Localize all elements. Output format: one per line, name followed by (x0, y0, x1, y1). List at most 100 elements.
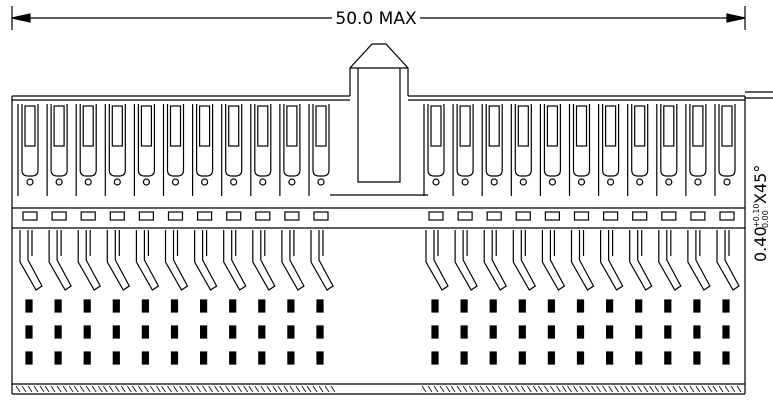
base-hatching (15, 385, 742, 393)
hatch-line (450, 385, 456, 393)
contact-tab (515, 211, 531, 221)
cavity-outline (456, 104, 474, 177)
bottom-pin (460, 299, 468, 313)
hatch-line (167, 385, 172, 393)
cavity-outline (514, 104, 532, 177)
bottom-pin (25, 351, 33, 365)
hatch-line (678, 385, 684, 393)
bottom-pin (141, 299, 149, 313)
contact-tab (167, 211, 184, 221)
cavity-outline (137, 104, 155, 177)
hatch-line (701, 385, 707, 393)
hatch-line (114, 385, 120, 393)
cavity-window (53, 105, 65, 147)
hatch-line (225, 385, 231, 393)
hatch-line (132, 385, 137, 393)
hatch-line (550, 385, 555, 393)
cavity-dot (461, 178, 469, 186)
contact-tab (573, 211, 590, 221)
hatch-line (479, 385, 485, 393)
contact-tail (570, 230, 595, 291)
hatch-line (468, 385, 474, 393)
hatch-line (324, 385, 330, 393)
bottom-pin (460, 325, 468, 339)
housing (11, 91, 773, 395)
bottom-pin (547, 325, 556, 339)
cavity-dot (723, 178, 731, 186)
cavity-outline (312, 104, 330, 177)
hatch-line (295, 385, 301, 393)
cavity-window (111, 105, 123, 147)
hatch-line (421, 385, 427, 393)
hatch-line (150, 385, 155, 393)
cavity-window (604, 105, 617, 147)
hatch-line (56, 385, 62, 393)
bottom-pin (200, 325, 208, 339)
bottom-pin (547, 351, 556, 365)
cavity-dot (84, 178, 92, 186)
cavity-window (721, 105, 733, 147)
contact-tab (284, 211, 300, 221)
hatch-line (503, 385, 509, 393)
hatch-line (179, 385, 184, 393)
hatch-line (526, 385, 532, 393)
cavity-window (24, 105, 36, 147)
bottom-pin (431, 325, 439, 339)
hatch-line (683, 385, 689, 393)
hatch-line (538, 385, 543, 393)
hatch-line (144, 385, 149, 393)
contact-tail (77, 230, 101, 291)
overall-width-label: 50.0 MAX (335, 9, 417, 29)
cavity-dot (230, 178, 238, 186)
bottom-pin (605, 351, 614, 365)
bottom-pin (722, 325, 730, 339)
hatch-line (485, 385, 491, 393)
chamfer-tol-lower: 0.00 (761, 210, 770, 228)
bottom-pin (605, 299, 614, 313)
hatch-line (718, 385, 724, 393)
bottom-pin (664, 299, 672, 313)
bottom-pin (83, 299, 91, 313)
hatch-line (614, 385, 619, 393)
bottom-pin (576, 299, 585, 313)
hatch-line (666, 385, 672, 393)
bottom-pin (489, 325, 497, 339)
cavity-window (634, 105, 646, 147)
dim-arrow-left (11, 13, 31, 23)
cavity-outline (196, 104, 214, 177)
hatch-line (508, 385, 514, 393)
cavity-dot (432, 178, 440, 186)
contact-tail (541, 230, 566, 291)
hatch-line (260, 385, 266, 393)
cavity-dot (665, 178, 673, 186)
hatch-line (248, 385, 254, 393)
contact-tail (281, 230, 305, 291)
cavity-outline (602, 104, 620, 177)
hatch-line (724, 385, 730, 393)
cavity-dot (26, 178, 34, 186)
bottom-pin (664, 325, 672, 339)
hatch-line (161, 385, 166, 393)
contact-tab (719, 211, 735, 221)
cavity-window (430, 105, 442, 147)
hatch-line (254, 385, 260, 393)
contact-tab (428, 211, 444, 221)
bottom-pin (576, 325, 585, 339)
contact-tail (425, 230, 449, 291)
cavity-dot (577, 178, 586, 186)
contact-tail (687, 230, 711, 291)
hatch-line (50, 385, 56, 393)
hatch-line (579, 385, 584, 393)
contact-tail (252, 230, 276, 291)
bottom-pin (141, 351, 149, 365)
hatch-line (736, 385, 742, 393)
hatch-line (643, 385, 649, 393)
hatch-line (219, 385, 225, 393)
bottom-pin (170, 325, 179, 339)
hatch-line (196, 385, 201, 393)
bottom-pin (460, 351, 468, 365)
hatch-line (202, 385, 207, 393)
cavity-outline (50, 104, 68, 177)
hatch-line (283, 385, 289, 393)
